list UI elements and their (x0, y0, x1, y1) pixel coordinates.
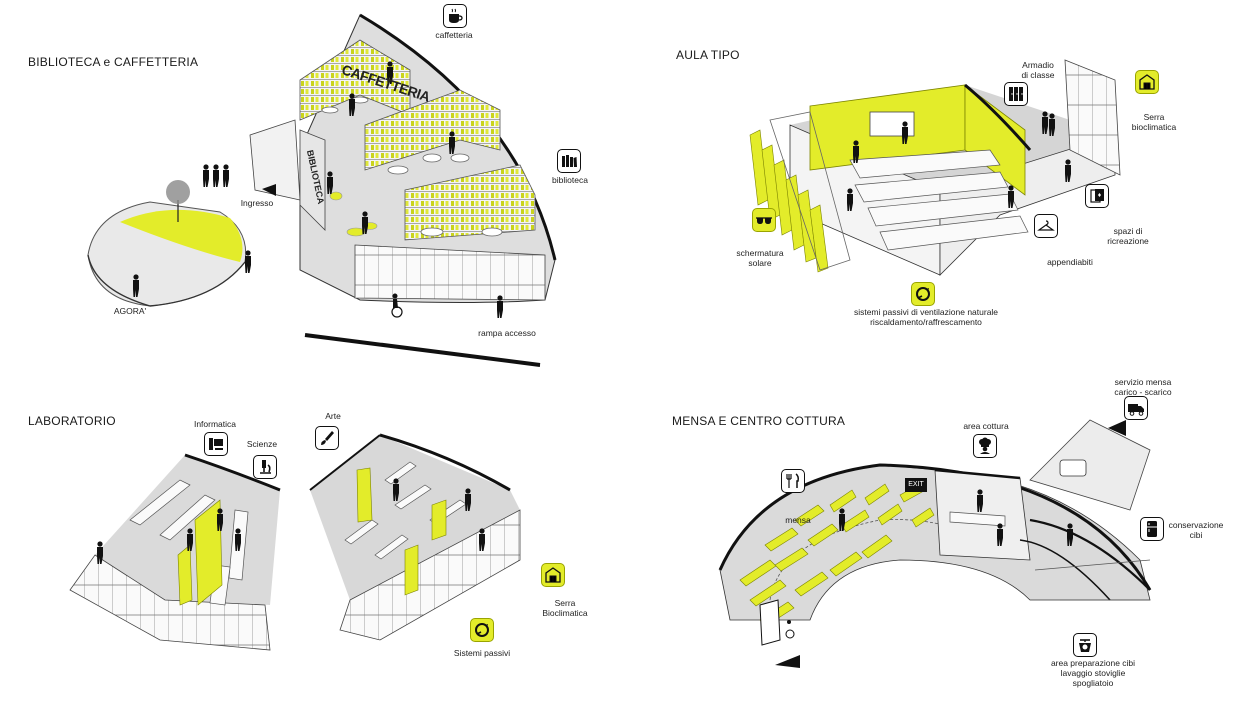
servizio-label: servizio mensa carico - scarico (1108, 377, 1178, 397)
informatica-label: Informatica (193, 419, 237, 429)
serra-line-1: Serra (1143, 112, 1165, 122)
microscope-icon (253, 455, 277, 479)
books-icon (557, 149, 581, 173)
rampa-label: rampa accesso (478, 328, 536, 338)
ingresso-label: Ingresso (240, 198, 274, 208)
wheelchair-figure (391, 293, 403, 318)
exit-sign: EXIT (905, 478, 927, 492)
mensa-wheelchair-figure (785, 620, 795, 639)
spazi-line-1: spazi di (1113, 226, 1143, 236)
recycle-icon (911, 282, 935, 306)
preparazione-label: area preparazione cibi lavaggio stovigli… (1045, 658, 1141, 688)
serra-lab-line-2: Bioclimatica (542, 608, 588, 618)
servizio-line-1: servizio mensa (1114, 377, 1172, 387)
servizio-line-2: carico - scarico (1114, 387, 1172, 397)
delivery-truck-icon (1124, 396, 1148, 420)
sistemi-aula-line-2: riscaldamento/raffrescamento (870, 317, 982, 327)
mensa-title: MENSA E CENTRO COTTURA (672, 414, 846, 428)
playing-cards-icon (1085, 184, 1109, 208)
biblioteca-title: BIBLIOTECA e CAFFETTERIA (28, 55, 199, 69)
preparazione-line-3: spogliatoio (1072, 678, 1114, 688)
armadio-line-2: di classe (1021, 70, 1055, 80)
conservazione-label: conservazione cibi (1166, 520, 1226, 540)
sistemi-aula-line-1: sistemi passivi di ventilazione naturale (853, 307, 999, 317)
arte-label: Arte (325, 411, 341, 421)
armadio-line-1: Armadio (1022, 60, 1054, 70)
agora-label: AGORA' (113, 306, 147, 316)
aula-drawing (749, 59, 1121, 276)
recycle-lab-icon (470, 618, 494, 642)
biblioteca-drawing (87, 13, 557, 367)
armadio-label: Armadio di classe (1010, 60, 1066, 80)
laboratorio-title: LABORATORIO (28, 414, 116, 428)
mensa-label: mensa (785, 515, 811, 525)
paintbrush-icon (315, 426, 339, 450)
preparazione-line-2: lavaggio stoviglie (1060, 668, 1126, 678)
spazi-line-2: ricreazione (1107, 236, 1149, 246)
scale-icon (1073, 633, 1097, 657)
preparazione-line-1: area preparazione cibi (1050, 658, 1136, 668)
computer-icon (204, 432, 228, 456)
sistemi-aula-label: sistemi passivi di ventilazione naturale… (846, 307, 1006, 327)
sunglasses-icon (752, 208, 776, 232)
aula-title: AULA TIPO (676, 48, 740, 62)
refrigerator-icon (1140, 517, 1164, 541)
schermatura-label: schermatura solare (730, 248, 790, 268)
biblioteca-label: biblioteca (552, 175, 588, 185)
conservazione-line-1: conservazione (1168, 520, 1224, 530)
lockers-icon (1004, 82, 1028, 106)
mensa-drawing (718, 419, 1152, 668)
serra-lab-line-1: Serra (554, 598, 576, 608)
caffetteria-label: caffetteria (435, 30, 473, 40)
schermatura-line-1: schermatura (736, 248, 784, 258)
conservazione-line-2: cibi (1189, 530, 1203, 540)
appendiabiti-label: appendiabiti (1047, 257, 1093, 267)
sistemi-lab-label: Sistemi passivi (453, 648, 511, 658)
schermatura-line-2: solare (748, 258, 772, 268)
cutlery-icon (781, 469, 805, 493)
laboratorio-drawing (69, 433, 521, 651)
scienze-label: Scienze (246, 439, 278, 449)
serra-lab-icon (541, 563, 565, 587)
coffee-cup-icon (443, 4, 467, 28)
hanger-icon (1034, 214, 1058, 238)
greenhouse-icon (1135, 70, 1159, 94)
area-cottura-label: area cottura (963, 421, 1009, 431)
serra-lab-label: Serra Bioclimatica (530, 598, 600, 618)
chef-icon (973, 434, 997, 458)
spazi-label: spazi di ricreazione (1098, 226, 1158, 246)
serra-label: Serra bioclimatica (1125, 112, 1183, 132)
serra-line-2: bioclimatica (1131, 122, 1177, 132)
